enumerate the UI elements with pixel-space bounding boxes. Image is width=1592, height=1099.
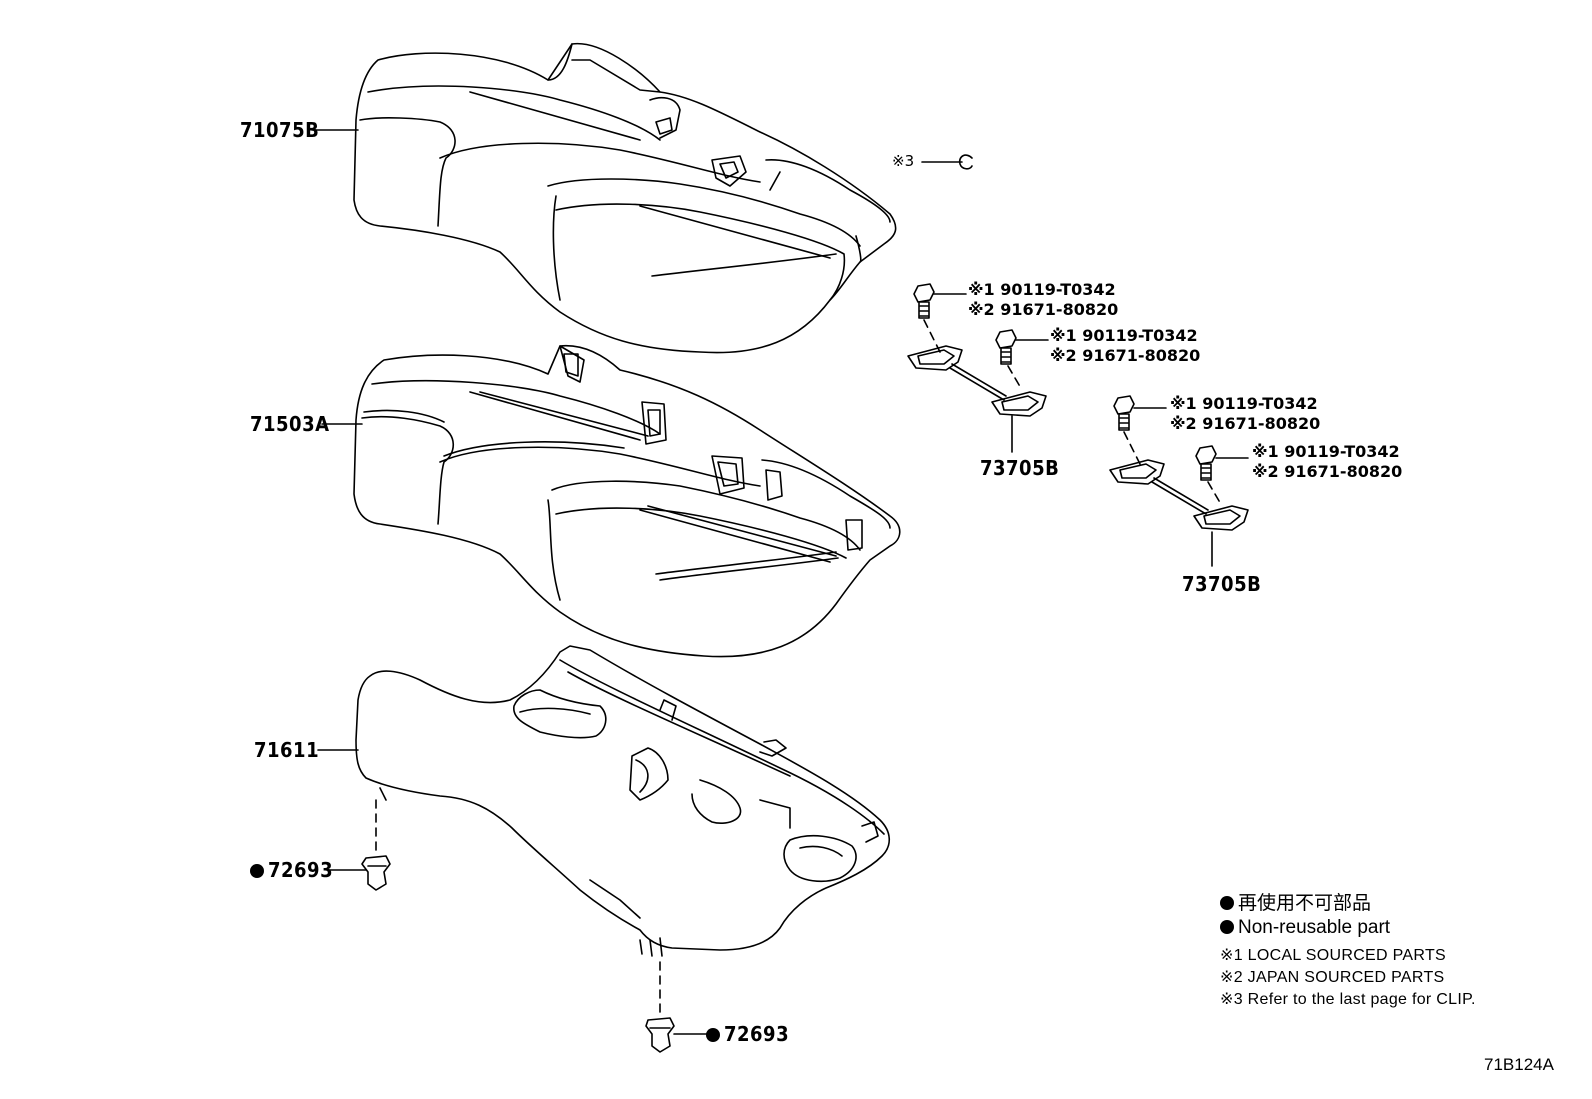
label-clip-ref[interactable]: ※3: [892, 152, 915, 170]
clip-bottom-drawing: [645, 961, 675, 1053]
legend-note-japan: ※2 JAPAN SOURCED PARTS: [1220, 969, 1445, 986]
label-hook-lower[interactable]: 73705B: [1182, 572, 1262, 596]
label-clip-bottom[interactable]: 72693: [706, 1024, 789, 1044]
clip-left-drawing: [361, 799, 391, 891]
label-bolt-c-local[interactable]: ※1 90119-T0342: [1170, 394, 1318, 413]
label-bolt-a-japan[interactable]: ※2 91671-80820: [968, 300, 1119, 319]
label-bolt-d-local[interactable]: ※1 90119-T0342: [1252, 442, 1400, 461]
label-bolt-b-local[interactable]: ※1 90119-T0342: [1050, 326, 1198, 345]
hook-lower-drawing: [1109, 395, 1249, 567]
legend-note-local: ※1 LOCAL SOURCED PARTS: [1220, 947, 1446, 964]
label-bolt-b-japan[interactable]: ※2 91671-80820: [1050, 346, 1201, 365]
diagram-id: 71B124A: [1484, 1055, 1554, 1074]
non-reusable-dot-icon: [706, 1028, 720, 1042]
label-hook-upper[interactable]: 73705B: [980, 456, 1060, 480]
non-reusable-dot-icon: [1220, 896, 1234, 910]
label-bolt-d-japan[interactable]: ※2 91671-80820: [1252, 462, 1403, 481]
label-clip-left[interactable]: 72693: [250, 860, 333, 880]
label-seat-frame[interactable]: 71611: [254, 738, 320, 762]
seat-cover-drawing: [353, 42, 897, 354]
label-seat-cover[interactable]: 71075B: [240, 118, 320, 142]
non-reusable-dot-icon: [250, 864, 264, 878]
seat-pad-drawing: [353, 344, 901, 658]
legend-non-reusable-jp: 再使用不可部品: [1220, 894, 1371, 913]
label-bolt-c-japan[interactable]: ※2 91671-80820: [1170, 414, 1321, 433]
non-reusable-dot-icon: [1220, 920, 1234, 934]
seat-frame-drawing: [355, 645, 891, 957]
legend-non-reusable-en: Non-reusable part: [1220, 918, 1390, 937]
label-bolt-a-local[interactable]: ※1 90119-T0342: [968, 280, 1116, 299]
label-seat-pad[interactable]: 71503A: [250, 412, 330, 436]
hook-upper-drawing: [907, 283, 1049, 453]
legend-note-clip: ※3 Refer to the last page for CLIP.: [1220, 991, 1476, 1008]
clip-ref-drawing: [921, 154, 973, 170]
